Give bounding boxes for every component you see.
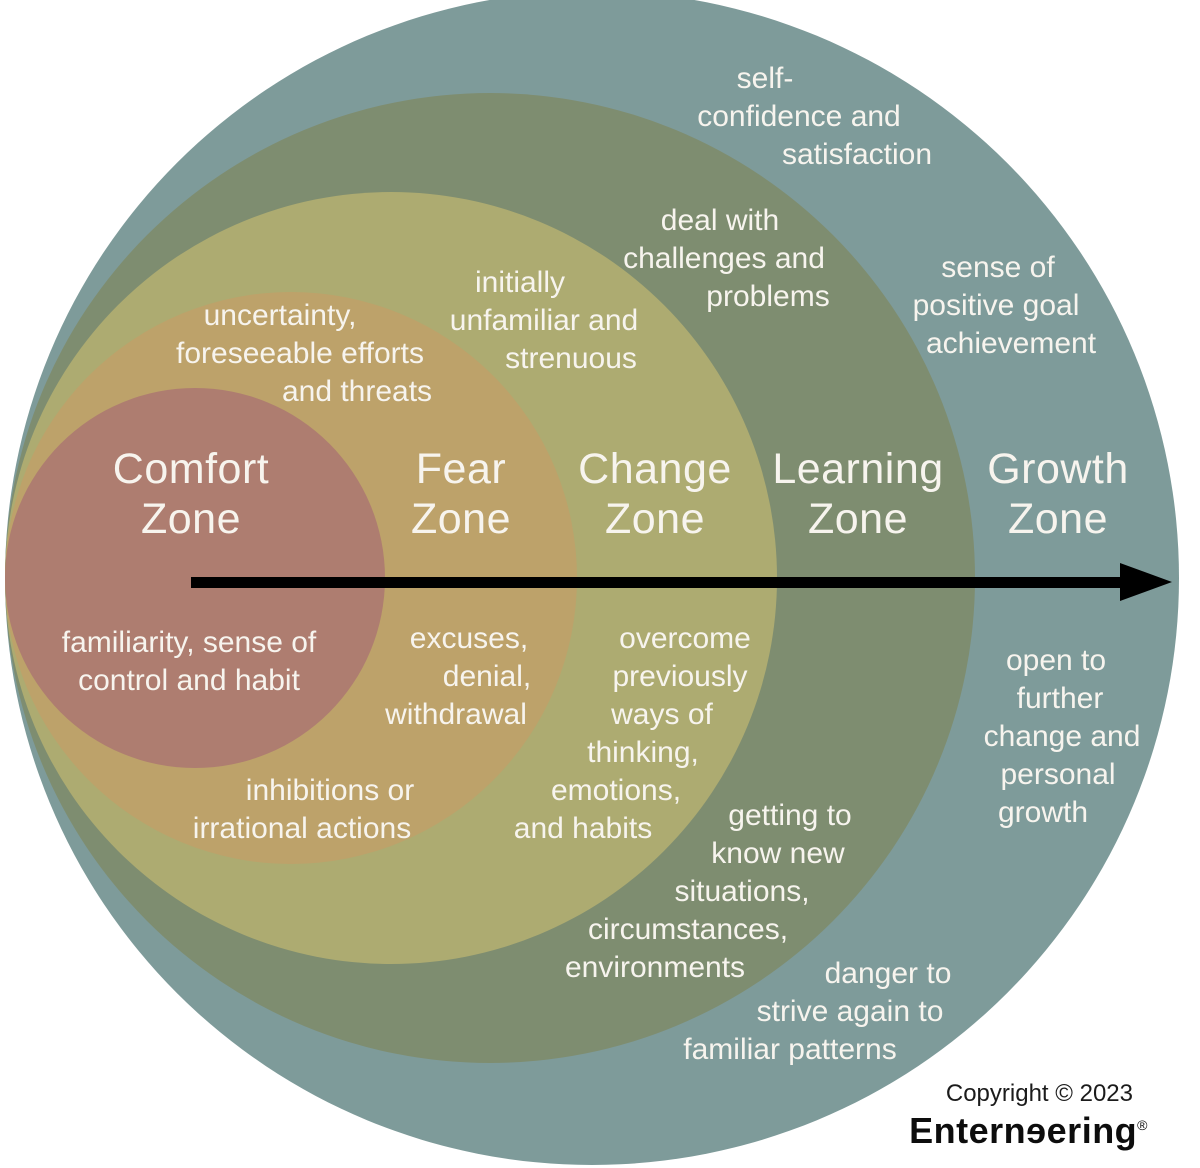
annotation-line: circumstances, — [587, 913, 789, 946]
annotation-line: situations, — [674, 875, 810, 908]
annotation-growth-right: open to further change and personal grow… — [984, 642, 1200, 832]
annotation-line: emotions, — [550, 774, 682, 807]
annotation-line: satisfaction — [781, 138, 933, 171]
annotation-line: growth — [997, 796, 1089, 829]
annotation-line: strive again to — [756, 995, 944, 1028]
change-zone-label: Change Zone — [578, 445, 732, 543]
annotation-line: irrational actions — [192, 812, 412, 845]
annotation-line: and habits — [513, 812, 653, 845]
annotation-line: change and — [983, 720, 1141, 753]
annotation-line: inhibitions or — [245, 774, 415, 807]
annotation-line: excuses, — [409, 622, 529, 655]
annotation-line: positive goal — [912, 289, 1080, 322]
registered-trademark-symbol: ® — [1137, 1117, 1148, 1133]
annotation-line: further — [1016, 682, 1104, 715]
copyright-text: Copyright © 2023 — [945, 1080, 1133, 1107]
annotation-line: danger to — [824, 957, 952, 990]
annotation-change-top: initially unfamiliar and strenuous — [450, 264, 733, 378]
annotation-line: foreseeable efforts — [176, 337, 424, 370]
annotation-line: uncertainty, — [203, 299, 357, 332]
annotation-line: problems — [706, 280, 830, 313]
annotation-growth-upper-right: sense of positive goal achievement — [913, 249, 1170, 363]
annotation-line: control and habit — [78, 664, 300, 697]
annotation-line: open to — [1005, 644, 1107, 677]
annotation-learning-top: deal with challenges and problems — [623, 202, 932, 316]
annotation-line: familiarity, sense of — [61, 626, 317, 659]
annotation-line: ways of — [611, 698, 713, 731]
annotation-line: withdrawal — [385, 698, 527, 731]
annotation-line: achievement — [925, 327, 1097, 360]
annotation-line: deal with — [660, 204, 780, 237]
annotation-line: familiar patterns — [683, 1033, 897, 1066]
annotation-growth-bottom: danger to strive again to familiar patte… — [683, 955, 1063, 1069]
growth-zone-label: Growth Zone — [987, 445, 1129, 543]
annotation-line: previously — [612, 660, 748, 693]
comfort-zone-label: Comfort Zone — [112, 445, 270, 543]
annotation-fear-top: uncertainty, foreseeable efforts and thr… — [176, 297, 558, 411]
annotation-line: strenuous — [505, 342, 637, 375]
annotation-learning-bottom: getting to know new situations, circumst… — [565, 797, 930, 987]
annotation-line: getting to — [728, 799, 852, 832]
annotation-line: confidence and — [697, 100, 901, 133]
brand-name: Enternɘering — [909, 1110, 1138, 1151]
annotation-line: denial, — [442, 660, 532, 693]
annotation-line: environments — [564, 951, 746, 984]
annotation-line: thinking, — [587, 736, 699, 769]
progress-arrow-head — [1120, 563, 1172, 601]
annotation-comfort-bottom: familiarity, sense of control and habit — [62, 624, 444, 700]
annotation-line: initially — [474, 266, 566, 299]
annotation-fear-lower: inhibitions or irrational actions — [193, 772, 533, 848]
learning-zone-label: Learning Zone — [772, 445, 944, 543]
annotation-fear-bottom: excuses, denial, withdrawal — [385, 620, 612, 734]
annotation-line: overcome — [619, 622, 751, 655]
annotation-line: unfamiliar and — [449, 304, 639, 337]
brand-logo: Enternɘering® — [788, 1104, 1148, 1152]
annotation-line: and threats — [281, 375, 433, 408]
annotation-line: know new — [711, 837, 845, 870]
annotation-line: challenges and — [623, 242, 825, 275]
annotation-line: self- — [736, 62, 794, 95]
annotation-growth-top: self- confidence and satisfaction — [697, 60, 1004, 174]
annotation-line: sense of — [941, 251, 1055, 284]
annotation-line: personal — [1000, 758, 1116, 791]
fear-zone-label: Fear Zone — [410, 445, 512, 543]
progress-arrow-shaft — [191, 577, 1125, 588]
annotation-change-bottom: overcome previously ways of thinking, em… — [514, 620, 788, 848]
